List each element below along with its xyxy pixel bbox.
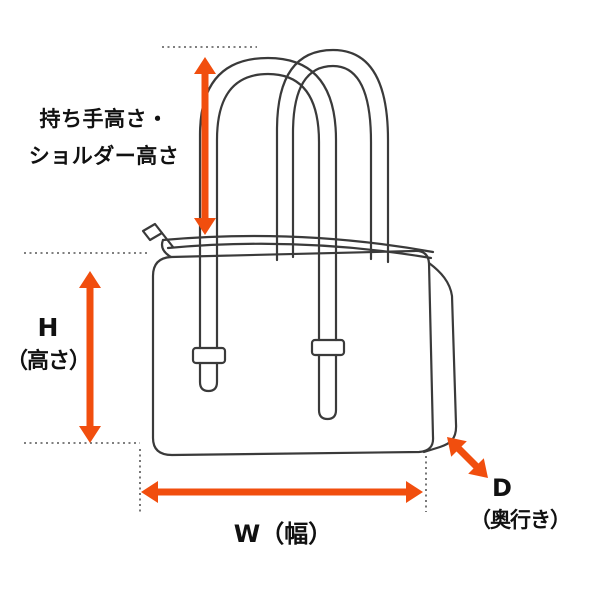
handle-height-arrow bbox=[194, 57, 216, 235]
bag-straps bbox=[191, 338, 346, 421]
depth-label: D （奥行き） bbox=[470, 472, 598, 536]
height-label-sub: （高さ） bbox=[5, 349, 91, 374]
depth-label-letter: D bbox=[492, 474, 512, 502]
bag-back-handle bbox=[275, 48, 390, 264]
dimension-arrows bbox=[79, 57, 488, 503]
height-label: H （高さ） bbox=[0, 311, 96, 379]
handle-height-label: 持ち手高さ・ ショルダー高さ bbox=[8, 101, 200, 175]
bag-side-panel bbox=[422, 261, 458, 454]
width-label: W（幅） bbox=[233, 520, 333, 548]
bag-front-panel bbox=[151, 249, 435, 457]
depth-label-sub: （奥行き） bbox=[470, 508, 571, 532]
handle-height-label-line1: 持ち手高さ・ bbox=[39, 107, 169, 131]
bag-front-handle bbox=[198, 56, 338, 350]
height-label-letter: H bbox=[37, 313, 59, 342]
width-arrow bbox=[141, 481, 423, 503]
depth-arrow bbox=[447, 437, 488, 478]
bag-zipper bbox=[141, 222, 435, 260]
handle-height-label-line2: ショルダー高さ bbox=[28, 144, 180, 168]
height-arrow bbox=[79, 271, 101, 443]
guide-lines bbox=[24, 46, 427, 512]
